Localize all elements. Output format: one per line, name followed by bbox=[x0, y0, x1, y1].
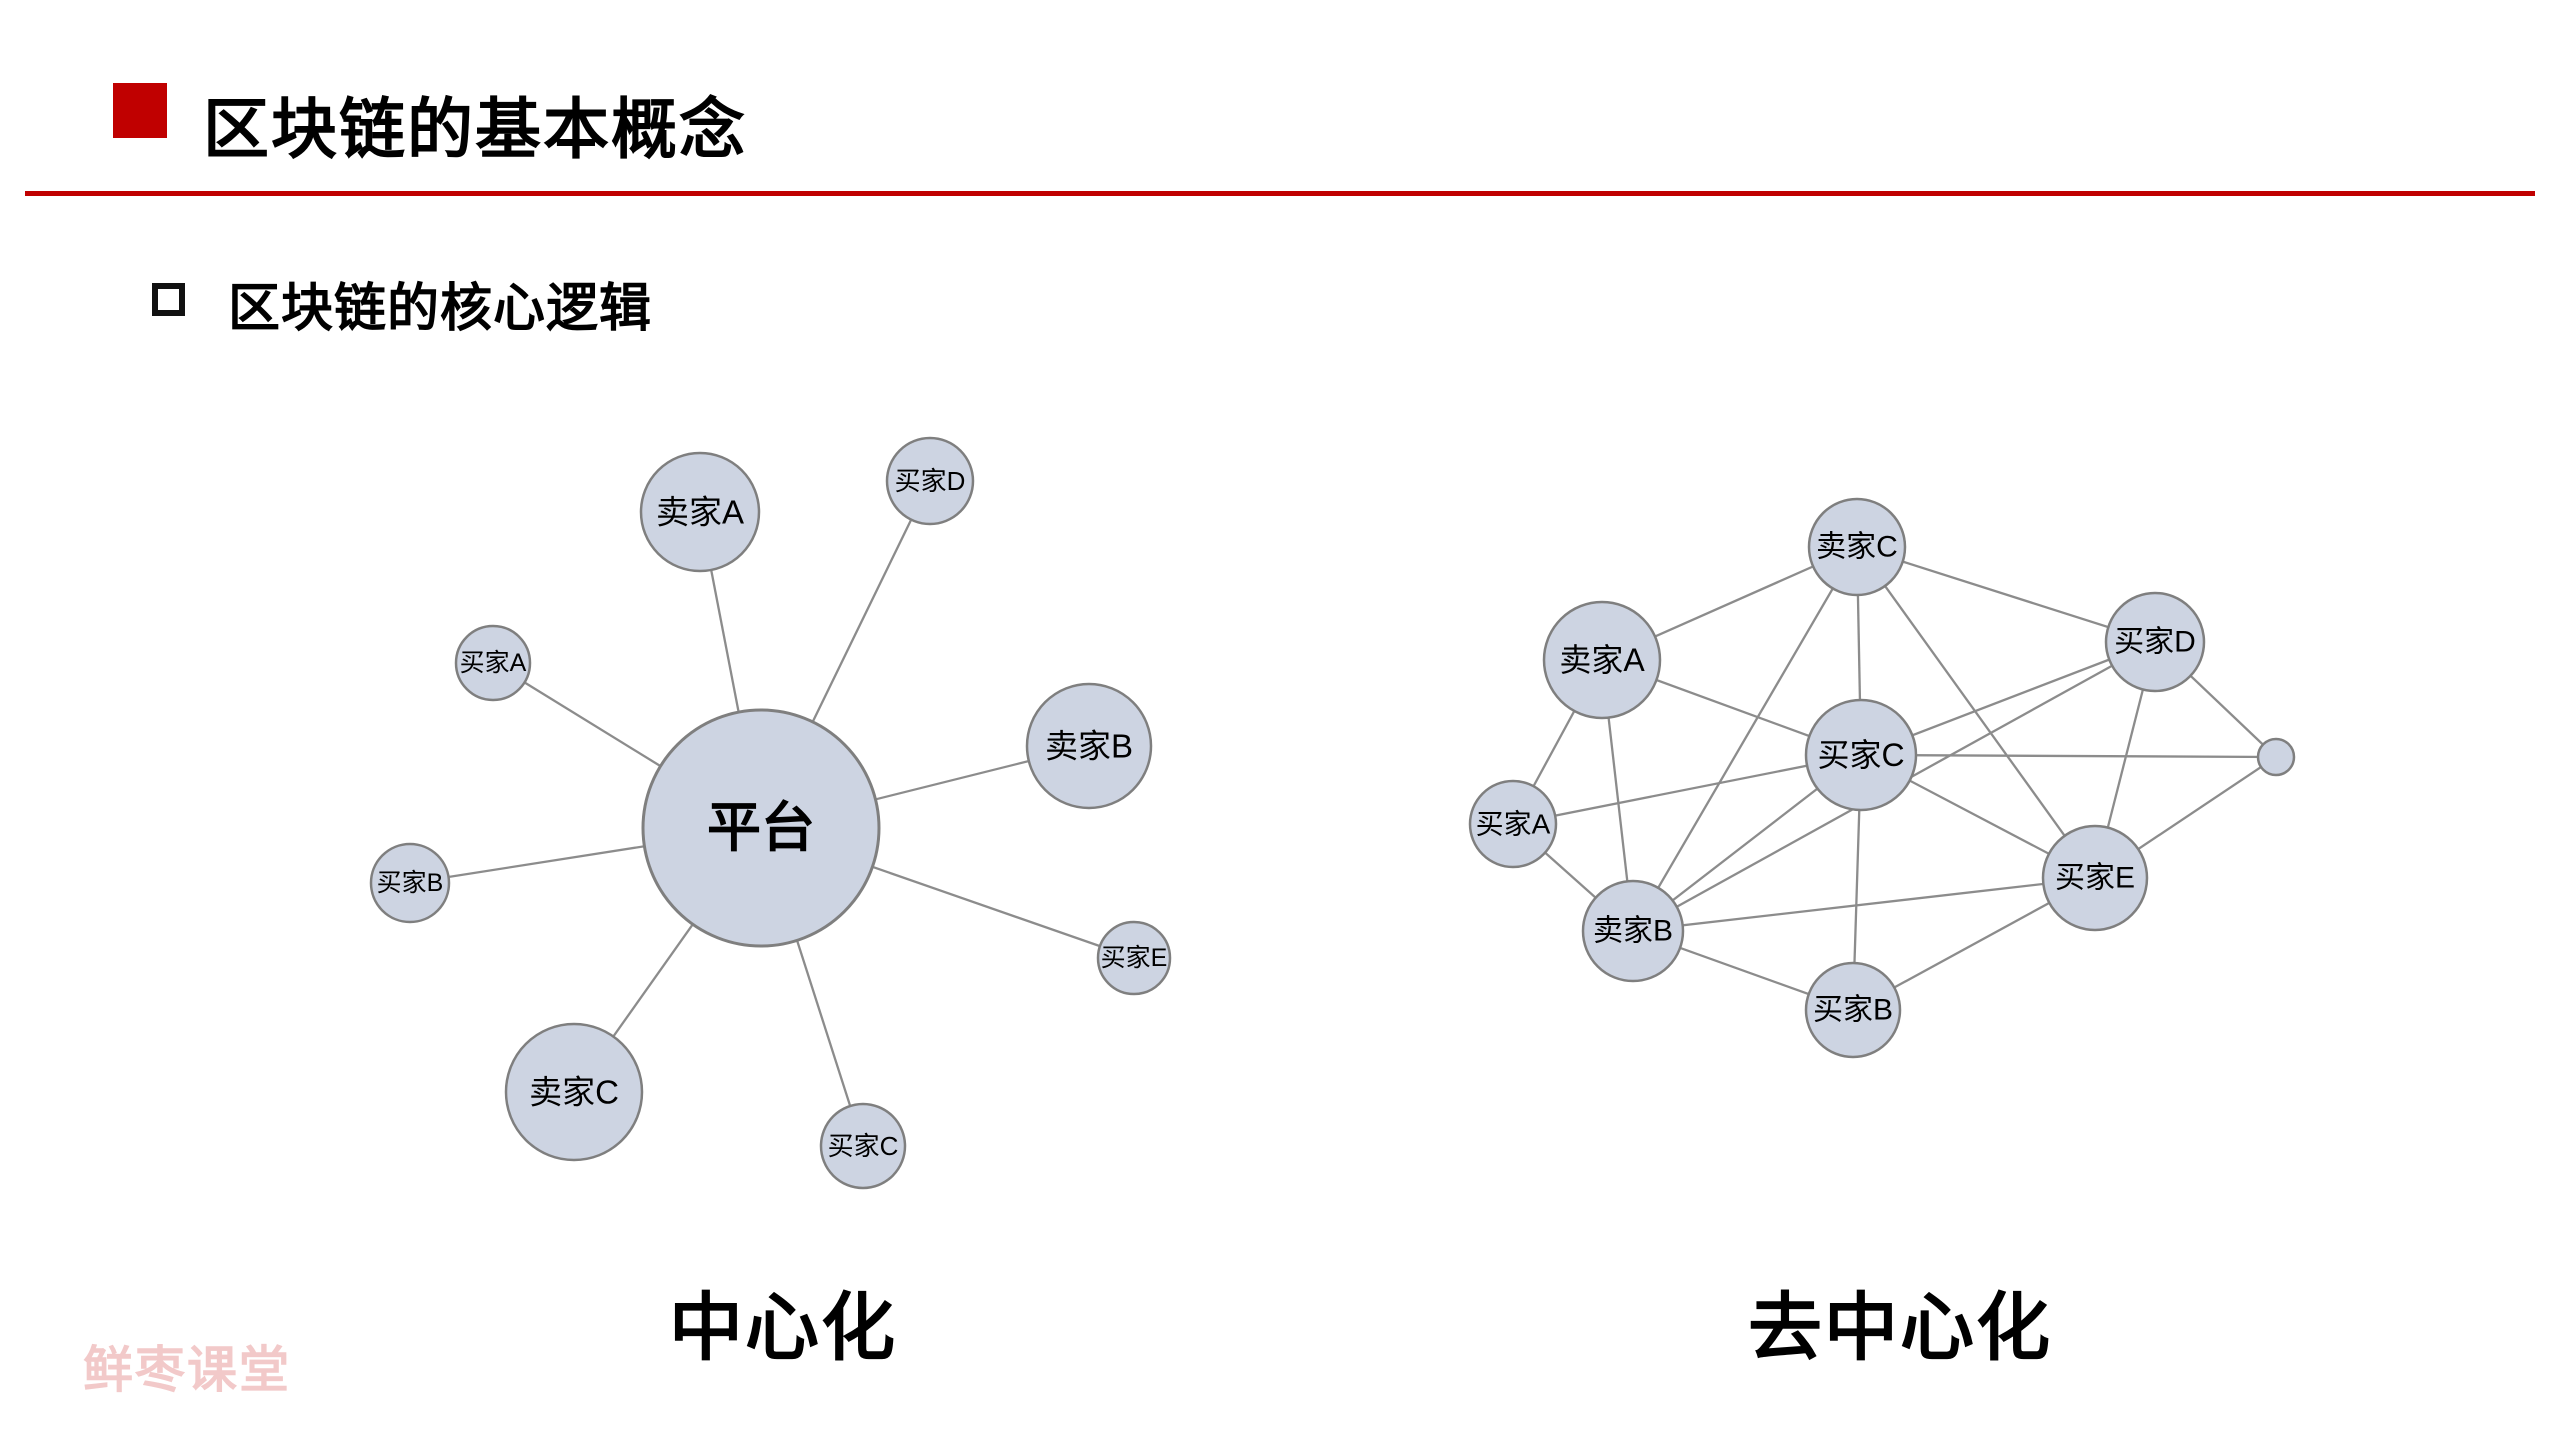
node-circle bbox=[1096, 920, 1172, 996]
node-centralized-buyer-c: 买家C bbox=[819, 1102, 907, 1190]
node-centralized-platform: 平台 bbox=[641, 708, 881, 948]
edge-seller-c-buyer-e bbox=[1856, 546, 2096, 879]
edge-buyer-c-buyer-a bbox=[1512, 753, 1862, 826]
node-centralized-seller-c: 卖家C bbox=[504, 1022, 644, 1162]
node-circle bbox=[1804, 698, 1918, 812]
node-circle bbox=[1581, 879, 1685, 983]
node-circle bbox=[1025, 682, 1153, 810]
node-decentralized-seller-c: 卖家C bbox=[1807, 497, 1907, 597]
node-circle bbox=[369, 842, 451, 924]
node-circle bbox=[454, 624, 532, 702]
node-label: 买家B bbox=[1813, 994, 1893, 1027]
node-centralized-buyer-d: 买家D bbox=[885, 436, 975, 526]
node-centralized-buyer-a: 买家A bbox=[454, 624, 532, 702]
node-circle bbox=[504, 1022, 644, 1162]
edge-seller-b-buyer-e bbox=[1632, 876, 2096, 933]
caption-decentralized: 去中心化 bbox=[1748, 1286, 2052, 1369]
node-centralized-buyer-e: 买家E bbox=[1096, 920, 1172, 996]
node-label: 卖家C bbox=[1816, 531, 1898, 564]
edge-seller-c-buyer-d bbox=[1856, 545, 2156, 644]
diagram-centralized: 平台 卖家A 买家D 买家A 卖家B 买家B 买家E 卖家C 买家C bbox=[369, 436, 1172, 1190]
node-circle bbox=[885, 436, 975, 526]
diagram-decentralized: 卖家C 卖家A 买家D 买家C 买家A 买家E 卖家B 买家B bbox=[1468, 497, 2296, 1059]
node-circle bbox=[1804, 961, 1902, 1059]
node-decentralized-buyer-b: 买家B bbox=[1804, 961, 1902, 1059]
node-decentralized-buyer-c: 买家C bbox=[1804, 698, 1918, 812]
edge-buyer-c-peer bbox=[1860, 753, 2277, 759]
node-circle bbox=[641, 708, 881, 948]
subtitle-bullet-square bbox=[152, 283, 185, 316]
node-circle bbox=[2041, 824, 2149, 932]
title-divider-line bbox=[25, 191, 2535, 196]
caption-centralized: 中心化 bbox=[669, 1286, 897, 1369]
node-centralized-buyer-b: 买家B bbox=[369, 842, 451, 924]
node-label: 买家B bbox=[377, 869, 444, 897]
node-decentralized-seller-b: 卖家B bbox=[1581, 879, 1685, 983]
node-circle bbox=[1542, 600, 1662, 720]
node-label: 买家D bbox=[895, 466, 966, 496]
node-label: 卖家C bbox=[529, 1074, 619, 1111]
node-label: 平台 bbox=[707, 798, 815, 858]
node-circle bbox=[2256, 737, 2296, 777]
page-title: 区块链的基本概念 bbox=[203, 92, 747, 166]
node-label: 卖家A bbox=[656, 494, 744, 531]
node-decentralized-peer bbox=[2256, 737, 2296, 777]
node-circle bbox=[1807, 497, 1907, 597]
node-circle bbox=[819, 1102, 907, 1190]
node-decentralized-seller-a: 卖家A bbox=[1542, 600, 1662, 720]
node-label: 买家A bbox=[460, 649, 527, 677]
node-label: 买家C bbox=[828, 1131, 899, 1161]
node-decentralized-buyer-a: 买家A bbox=[1468, 779, 1558, 869]
title-bullet-square bbox=[113, 83, 167, 138]
node-label: 买家E bbox=[1101, 944, 1168, 972]
node-label: 买家D bbox=[2114, 626, 2196, 659]
node-decentralized-buyer-e: 买家E bbox=[2041, 824, 2149, 932]
node-circle bbox=[1468, 779, 1558, 869]
node-circle bbox=[2104, 591, 2206, 693]
node-label: 买家C bbox=[1817, 737, 1904, 773]
node-label: 卖家A bbox=[1559, 642, 1645, 678]
node-decentralized-buyer-d: 买家D bbox=[2104, 591, 2206, 693]
node-label: 卖家B bbox=[1593, 915, 1673, 948]
edge-seller-c-seller-b bbox=[1632, 546, 1858, 932]
node-circle bbox=[639, 451, 761, 573]
node-centralized-seller-a: 卖家A bbox=[639, 451, 761, 573]
node-centralized-seller-b: 卖家B bbox=[1025, 682, 1153, 810]
section-subtitle: 区块链的核心逻辑 bbox=[228, 280, 653, 338]
node-label: 买家E bbox=[2055, 862, 2135, 895]
node-label: 卖家B bbox=[1045, 728, 1133, 765]
node-label: 买家A bbox=[1476, 809, 1551, 840]
watermark: 鲜枣课堂 bbox=[83, 1342, 291, 1398]
